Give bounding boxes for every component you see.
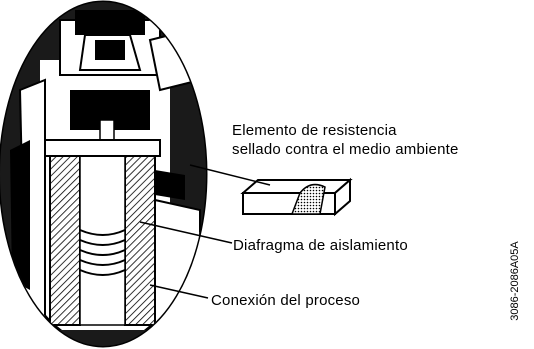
resistance-element-block — [240, 177, 353, 217]
sensor-cutaway-ellipse — [0, 0, 208, 348]
diaphragm-rings — [79, 229, 126, 276]
sensing-element-label-line1: Elemento de resistencia — [232, 122, 397, 139]
leader-line-sensing-element — [189, 164, 271, 186]
leader-lines — [139, 164, 271, 299]
leader-line-diaphragm — [139, 221, 233, 244]
document-code-container: 3086-2086A05A — [502, 226, 528, 336]
isolating-diaphragm-label: Diafragma de aislamiento — [233, 237, 408, 254]
process-connection-label: Conexión del proceso — [211, 292, 361, 309]
document-code: 3086-2086A05A — [509, 241, 521, 321]
leader-line-process-connection — [149, 284, 209, 299]
sensing-element-label-line2: sellado contra el medio ambiente — [232, 141, 459, 158]
